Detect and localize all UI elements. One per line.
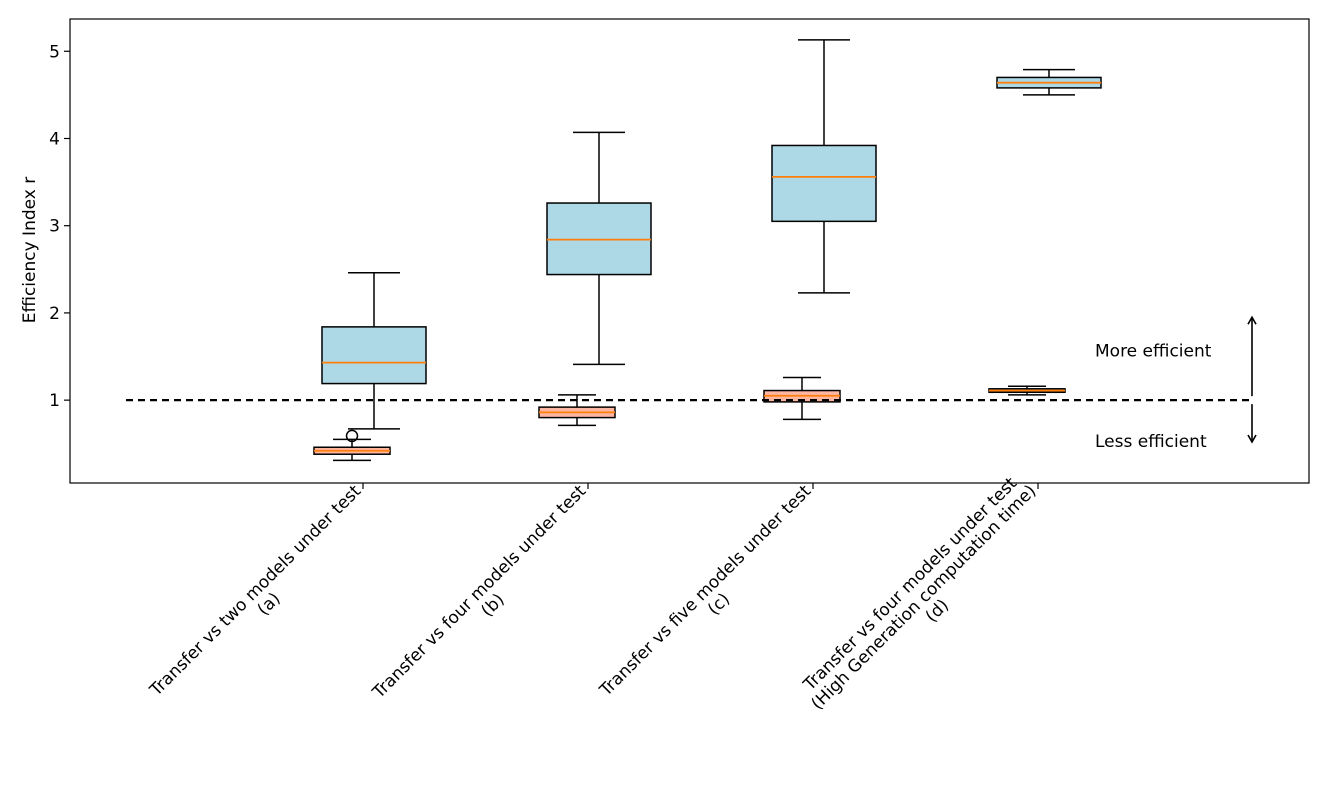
box-a-series-1-body (321, 326, 427, 385)
more-efficient-label: More efficient (1095, 341, 1212, 361)
x-category-label-3: Transfer vs five models under test(c) (595, 481, 828, 714)
box-c-series-1 (771, 39, 877, 294)
x-category-label-line: Transfer vs four models under test (368, 481, 590, 703)
box-a-series-2-outlier-1 (345, 429, 359, 443)
boxes-layer (313, 39, 1102, 462)
x-category-label-1: Transfer vs two models under test(a) (146, 481, 379, 714)
x-axis: Transfer vs two models under test(a)Tran… (146, 468, 1054, 728)
y-tick-label-4: 4 (49, 129, 60, 149)
x-category-label-line: (High Generation computation time) (807, 481, 1040, 714)
plot-frame (69, 18, 1310, 484)
x-category-label-4: Transfer vs four models under test(High … (794, 468, 1054, 728)
up-arrow-head (1247, 315, 1257, 325)
x-category-label-line: Transfer vs two models under test (146, 481, 366, 701)
less-efficient-label: Less efficient (1095, 432, 1207, 452)
y-tick-label-1: 1 (49, 391, 60, 411)
y-tick-label-3: 3 (49, 217, 60, 237)
x-category-label-line: Transfer vs four models under test (799, 473, 1021, 695)
box-c-series-2 (763, 376, 841, 421)
box-a-series-2 (313, 429, 391, 462)
box-b-series-1 (546, 131, 652, 366)
x-category-label-2: Transfer vs four models under test(b) (368, 481, 603, 716)
y-tick-label-5: 5 (49, 42, 60, 62)
down-arrow-head (1247, 434, 1257, 444)
box-b-series-2 (538, 394, 616, 427)
y-axis-label: Efficiency Index r (20, 177, 40, 323)
x-category-label-line: Transfer vs five models under test (595, 481, 815, 701)
y-axis: 1 2 3 4 5 (49, 42, 70, 411)
y-tick-label-2: 2 (49, 304, 60, 324)
box-c-series-1-body (771, 144, 877, 223)
box-d-series-1 (996, 68, 1102, 96)
box-d-series-2 (988, 385, 1066, 396)
box-a-series-1 (321, 272, 427, 430)
